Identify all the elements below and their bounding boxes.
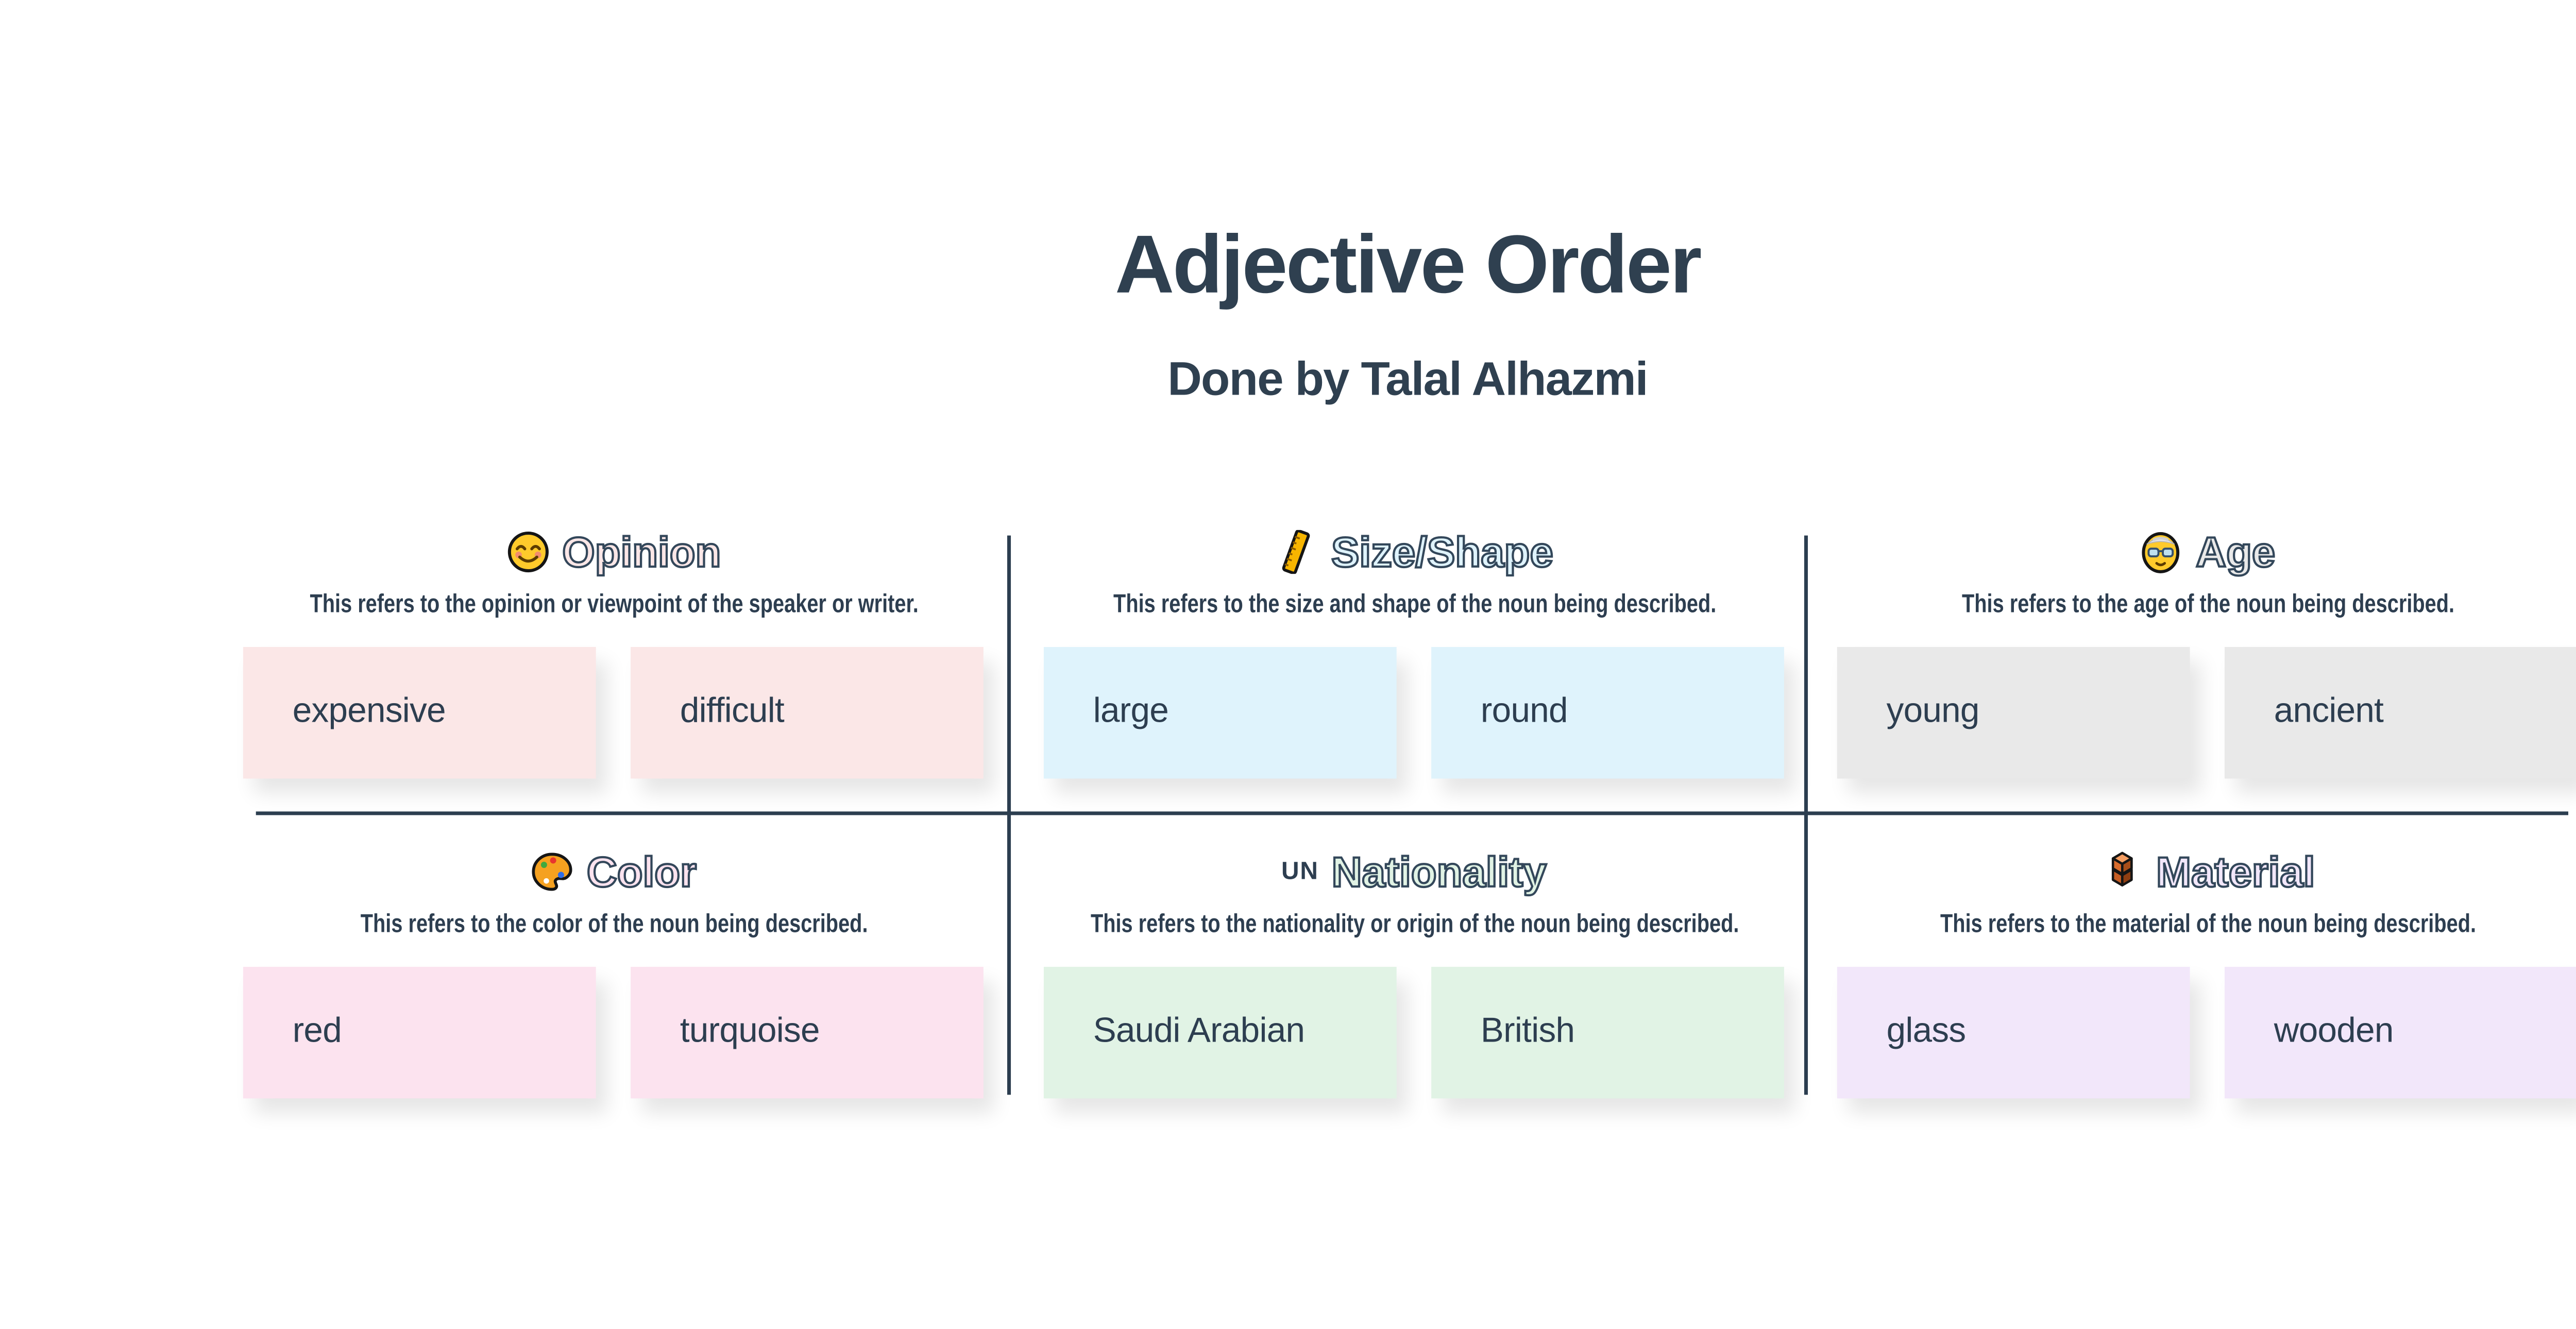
section-size-shape-cards: large round [1043, 647, 1784, 779]
page-subtitle: Done by Talal Alhazmi [1167, 351, 1648, 406]
un-flag-icon: UN [1281, 857, 1319, 885]
old-man-icon [2142, 532, 2180, 573]
section-material: Material This refers to the material of … [1837, 846, 2576, 1099]
section-size-shape-description: This refers to the size and shape of the… [1112, 588, 1716, 618]
section-age-title: Age [1837, 526, 2576, 577]
adjective-card[interactable]: British [1431, 966, 1784, 1099]
adjective-card[interactable]: glass [1837, 966, 2190, 1099]
brick-icon [2111, 851, 2132, 887]
column-divider-2 [1804, 535, 1808, 1095]
section-age: Age This refers to the age of the noun b… [1837, 526, 2576, 779]
adjective-card[interactable]: large [1043, 647, 1397, 779]
adjective-card[interactable]: red [243, 966, 596, 1099]
section-title-label: Size/Shape [1330, 527, 1554, 575]
section-title-label: Material [2155, 847, 2316, 895]
section-title-label: Age [2195, 527, 2276, 575]
section-color-cards: red turquoise [243, 966, 984, 1099]
section-age-cards: young ancient [1837, 647, 2576, 779]
section-title-label: Opinion [561, 527, 722, 575]
adjective-card[interactable]: wooden [2224, 966, 2576, 1099]
adjective-card[interactable]: turquoise [631, 966, 984, 1099]
smiling-face-icon [507, 531, 548, 573]
section-nationality-title: UN Nationality [1044, 846, 1784, 897]
section-size-shape-title: Size/Shape [1044, 526, 1784, 577]
row-divider [256, 811, 2569, 816]
section-material-cards: glass wooden [1837, 966, 2576, 1099]
section-color-description: This refers to the color of the noun bei… [359, 908, 867, 938]
adjective-card[interactable]: Saudi Arabian [1043, 966, 1397, 1099]
adjective-card[interactable]: round [1431, 647, 1784, 779]
section-opinion-description: This refers to the opinion or viewpoint … [309, 588, 918, 618]
section-title-label: Color [586, 847, 698, 895]
section-nationality: UN Nationality This refers to the nation… [1043, 846, 1784, 1099]
adjective-card[interactable]: young [1837, 647, 2190, 779]
section-title-label: Nationality [1330, 847, 1547, 895]
adjective-card[interactable]: expensive [243, 647, 596, 779]
adjective-card[interactable]: ancient [2224, 647, 2576, 779]
section-color-title: Color [243, 846, 984, 897]
section-opinion: Opinion This refers to the opinion or vi… [243, 526, 984, 779]
section-material-title: Material [1837, 846, 2576, 897]
section-size-shape: Size/Shape This refers to the size and s… [1043, 526, 1784, 779]
ruler-icon [1282, 530, 1311, 574]
column-divider-1 [1007, 535, 1011, 1095]
section-color: Color This refers to the color of the no… [243, 846, 984, 1099]
palette-icon [532, 853, 572, 891]
adjective-card[interactable]: difficult [631, 647, 984, 779]
section-opinion-cards: expensive difficult [243, 647, 984, 779]
section-material-description: This refers to the material of the noun … [1939, 908, 2476, 938]
section-opinion-title: Opinion [243, 526, 984, 577]
section-nationality-description: This refers to the nationality or origin… [1090, 908, 1738, 938]
page-title: Adjective Order [1115, 217, 1702, 311]
section-age-description: This refers to the age of the noun being… [1961, 588, 2454, 618]
section-nationality-cards: Saudi Arabian British [1043, 966, 1784, 1099]
